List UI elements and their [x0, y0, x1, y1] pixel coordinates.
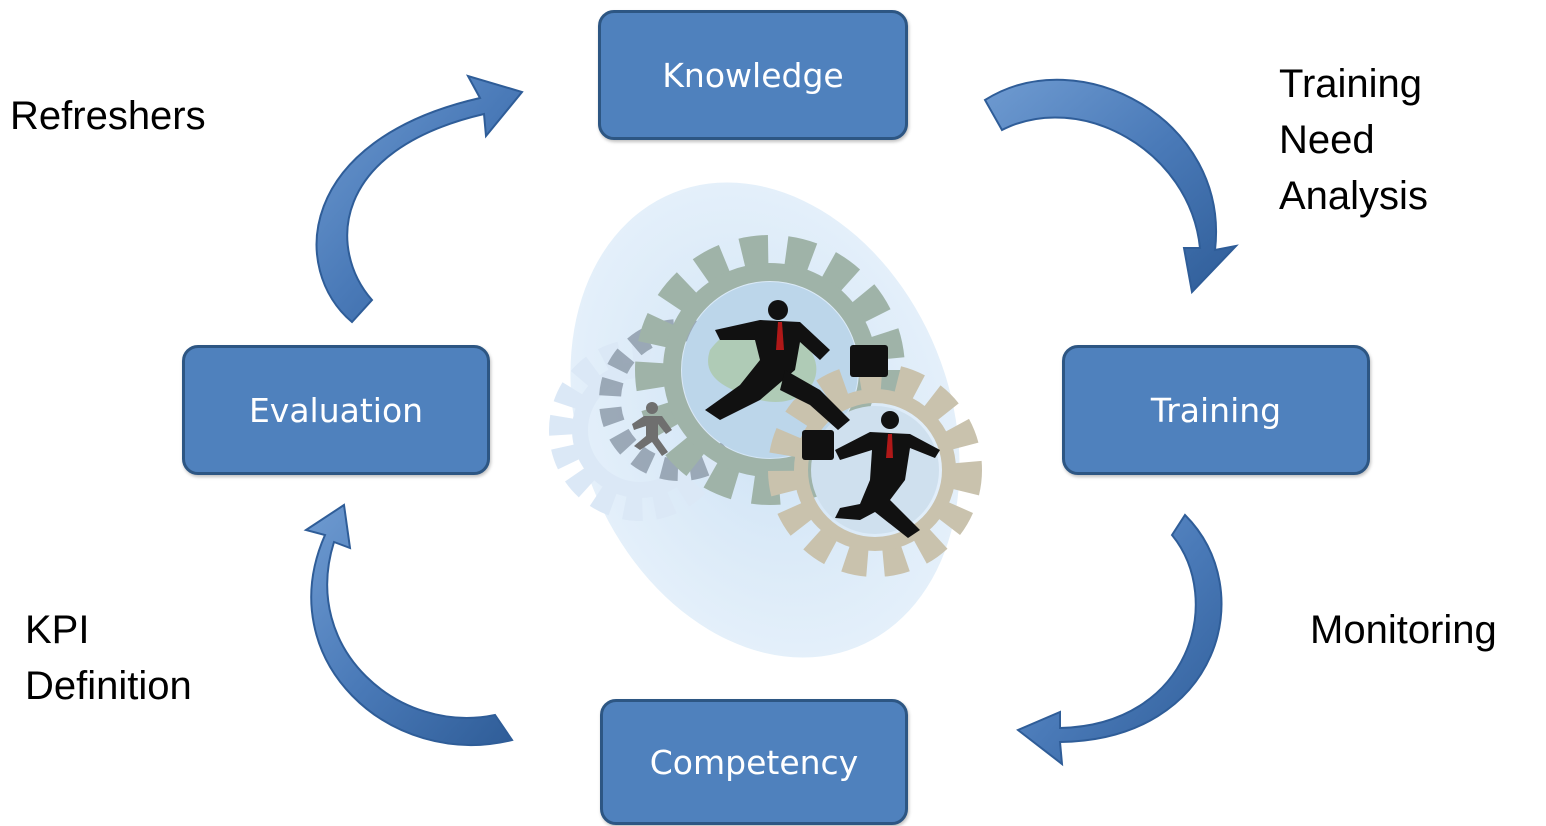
kpi-line-1: KPI — [25, 608, 90, 652]
node-competency-label: Competency — [649, 742, 859, 782]
edge-label-training-need-analysis: Training Need Analysis — [1279, 56, 1428, 224]
node-evaluation: Evaluation — [182, 345, 490, 475]
edge-label-refreshers: Refreshers — [10, 88, 206, 144]
node-knowledge-label: Knowledge — [662, 55, 844, 95]
refreshers-text: Refreshers — [10, 94, 206, 138]
node-knowledge: Knowledge — [598, 10, 908, 140]
arrow-kpi-definition — [303, 503, 514, 746]
monitoring-text: Monitoring — [1310, 608, 1497, 652]
tna-line-1: Training — [1279, 62, 1423, 106]
kpi-line-2: Definition — [25, 664, 192, 708]
arrow-training-need-analysis — [983, 78, 1239, 295]
tna-line-3: Analysis — [1279, 174, 1428, 218]
arrow-monitoring — [1016, 513, 1223, 767]
edge-label-kpi-definition: KPI Definition — [25, 602, 192, 714]
tna-line-2: Need — [1279, 118, 1375, 162]
node-competency: Competency — [600, 699, 908, 825]
businessmen-gears-icon — [549, 182, 982, 658]
node-training-label: Training — [1150, 390, 1282, 430]
node-training: Training — [1062, 345, 1370, 475]
edge-label-monitoring: Monitoring — [1310, 602, 1497, 658]
node-evaluation-label: Evaluation — [248, 390, 424, 430]
arrow-refreshers — [315, 74, 524, 324]
